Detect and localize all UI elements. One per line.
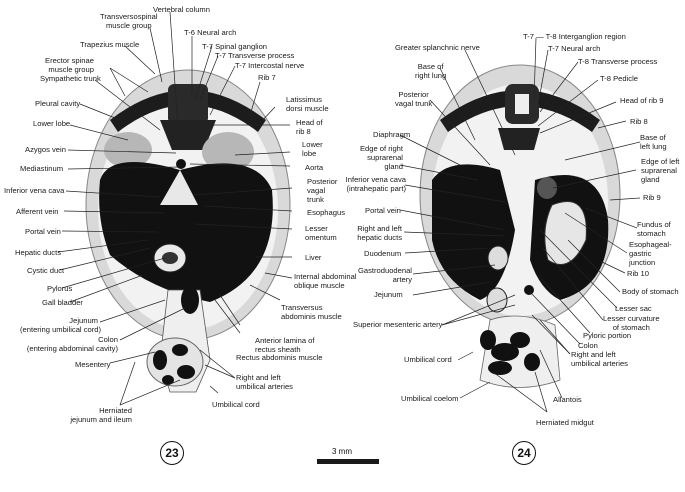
label-internal-abdominal-oblique: Internal abdominal oblique muscle xyxy=(294,272,357,290)
label-hepatic-ducts: Hepatic ducts xyxy=(15,248,62,257)
label-erector-spinae: Erector spinae muscle group xyxy=(45,56,94,74)
label-umbilical-cord: Umbilical cord xyxy=(404,355,452,364)
scale-bar xyxy=(317,459,379,464)
label-pyloric-portion: Pyloric portion xyxy=(583,331,632,340)
label-rib-9: Rib 9 xyxy=(643,193,661,202)
label-rectus-abdominis: Rectus abdominis muscle xyxy=(236,353,323,362)
label-cystic-duct: Cystic duct xyxy=(27,266,65,275)
label-transversospinal: Transversospinal muscle group xyxy=(100,12,158,30)
label-azygos-vein: Azygos vein xyxy=(25,145,66,154)
label-aorta: Aorta xyxy=(305,163,324,172)
label-rib-8: Rib 8 xyxy=(630,117,648,126)
label-esophagus: Esophagus xyxy=(307,208,345,217)
leader-lines xyxy=(57,11,641,413)
label-jejunum: Jejunum xyxy=(374,290,403,299)
label-esophageal-gastric-junction: Esophageal- gastric junction xyxy=(629,240,672,267)
label-sympathetic-trunk: Sympathetic trunk xyxy=(40,74,101,83)
label-herniated-midgut: Herniated midgut xyxy=(536,418,594,427)
label-transversus-abdominis: Transversus abdominis muscle xyxy=(281,303,342,321)
label-trapezius: Trapezius muscle xyxy=(80,40,140,49)
label-lesser-curvature: Lesser curvature of stomach xyxy=(603,314,660,332)
label-anterior-lamina: Anterior lamina of rectus sheath xyxy=(255,336,315,354)
label-head-of-rib-9: Head of rib 9 xyxy=(620,96,664,105)
label-inferior-vena-cava: Inferior vena cava xyxy=(4,186,65,195)
label-lower-lobe-left: Lower lobe xyxy=(33,119,71,128)
label-liver: Liver xyxy=(305,253,322,262)
section-23-tissue xyxy=(85,69,291,393)
label-lower-lobe-right: Lower lobe xyxy=(302,140,323,158)
label-umbilical-coelom: Umbilical coelom xyxy=(401,394,459,403)
label-superior-mesenteric-artery: Superior mesenteric artery xyxy=(353,320,443,329)
label-hepatic-ducts: Right and left hepatic ducts xyxy=(357,224,402,242)
label-mesentery: Mesentery xyxy=(75,360,111,369)
label-portal-vein: Portal vein xyxy=(25,227,61,236)
label-umbilical-arteries: Right and left umbilical arteries xyxy=(236,373,293,391)
label-jejunum-entering: Jejunum (entering umbilical cord) xyxy=(20,316,102,334)
label-colon-entering: Colon (entering abdominal cavity) xyxy=(26,335,118,353)
label-base-left-lung: Base of left lung xyxy=(640,133,667,151)
label-colon: Colon xyxy=(578,341,598,350)
label-edge-left-suprarenal: Edge of left suprarenal gland xyxy=(641,157,680,184)
label-afferent-vein: Afferent vein xyxy=(16,207,59,216)
label-t7-neural-arch: T-7 Neural arch xyxy=(548,44,601,53)
label-ivc-intrahepatic: Inferior vena cava (intrahepatic part) xyxy=(345,175,406,193)
label-gastroduodenal-artery: Gastroduodenal artery xyxy=(357,266,412,284)
label-t8-pedicle: T-8 Pedicle xyxy=(600,74,638,83)
label-lesser-sac: Lesser sac xyxy=(615,304,652,313)
label-herniated-jejunum-ileum: Herniated jejunum and ileum xyxy=(70,406,132,424)
label-vertebral-column: Vertebral column xyxy=(153,5,210,14)
label-umbilical-cord: Umbilical cord xyxy=(212,400,260,409)
label-greater-splanchnic: Greater splanchnic nerve xyxy=(395,43,480,52)
label-posterior-vagal-trunk: Posterior vagal trunk xyxy=(395,90,433,108)
label-t7-spinal-ganglion: T-7 Spinal ganglion xyxy=(202,42,268,51)
label-lesser-omentum: Lesser omentum xyxy=(305,224,337,242)
label-t7-t8-interganglion: T-7 — T-8 Interganglion region xyxy=(523,32,626,41)
label-rib-7: Rib 7 xyxy=(258,73,276,82)
label-t7-intercostal-nerve: T-7 Intercostal nerve xyxy=(235,61,305,70)
label-mediastinum: Mediastinum xyxy=(20,164,64,173)
label-posterior-vagal-trunk: Posterior vagal trunk xyxy=(307,177,338,204)
label-pleural-cavity: Pleural cavity xyxy=(35,99,81,108)
label-t7-transverse-process: T-7 Transverse process xyxy=(215,51,295,60)
label-gall-bladder: Gall bladder xyxy=(42,298,83,307)
label-duodenum: Duodenum xyxy=(364,249,402,258)
scale-bar-label: 3 mm xyxy=(332,447,352,456)
label-allantois: Allantois xyxy=(553,395,582,404)
figure-number-badge: 24 xyxy=(512,441,536,465)
label-body-of-stomach: Body of stomach xyxy=(622,287,679,296)
label-t6-neural-arch: T-6 Neural arch xyxy=(184,28,237,37)
figure-number-badge: 23 xyxy=(160,441,184,465)
label-umbilical-arteries: Right and left umbilical arteries xyxy=(571,350,628,368)
label-latissimus-dorsi: Latissimus dorsi muscle xyxy=(286,95,329,113)
label-pylorus: Pylorus xyxy=(47,284,73,293)
label-portal-vein: Portal vein xyxy=(365,206,401,215)
label-rib-10: Rib 10 xyxy=(627,269,649,278)
label-edge-right-suprarenal: Edge of right suprarenal gland xyxy=(359,144,403,171)
label-fundus-of-stomach: Fundus of stomach xyxy=(637,220,671,238)
label-diaphragm: Diaphragm xyxy=(373,130,411,139)
label-head-of-rib-8: Head of rib 8 xyxy=(296,118,323,136)
label-t8-transverse-process: T-8 Transverse process xyxy=(578,57,658,66)
label-base-right-lung: Base of right lung xyxy=(415,62,447,80)
